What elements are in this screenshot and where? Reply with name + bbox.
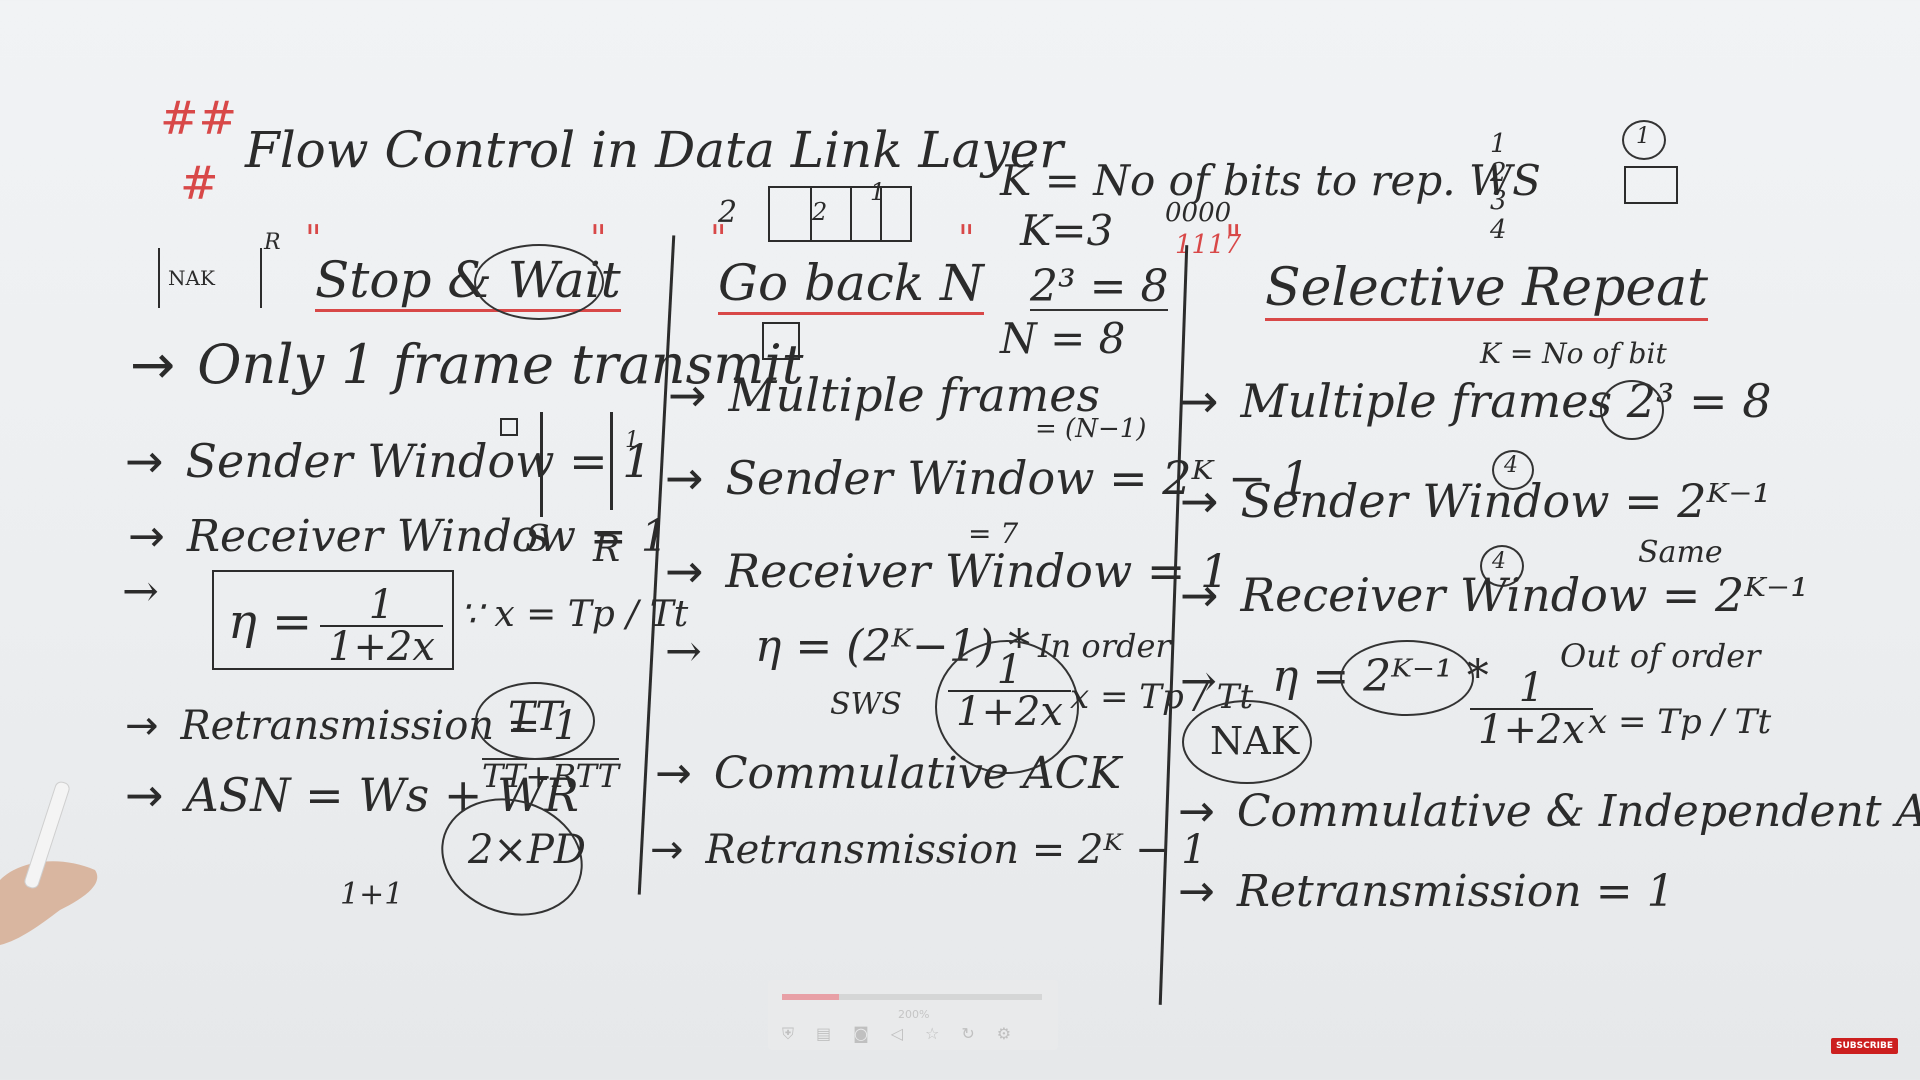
sw-item-2: →Sender Window = 1: [125, 434, 652, 488]
tt-label: TT: [508, 694, 563, 740]
sr-circled-one-text: 1: [1636, 124, 1650, 149]
sr-nak-circle: [1182, 700, 1312, 784]
page-title: Flow Control in Data Link Layer: [245, 121, 1064, 179]
gbn-item-4-arrow: →: [665, 626, 702, 677]
frame-square: [500, 418, 518, 436]
video-progress-bar[interactable]: [782, 994, 1042, 1000]
sr-item-1: →Multiple frames 2³ = 8: [1180, 374, 1772, 428]
receiver-line: [610, 412, 613, 510]
asn-sub: 1+1: [340, 877, 404, 912]
gbn-item-6: →Retransmission = 2ᴷ − 1: [650, 827, 1207, 873]
gbn-item-3: →Receiver Window = 1: [665, 544, 1230, 598]
gbn-in-order: In order: [1038, 627, 1171, 665]
sr-item-6: →Retransmission = 1: [1178, 866, 1675, 917]
nak-label: NAK: [168, 266, 215, 290]
shield-icon[interactable]: ⛨: [782, 1024, 795, 1043]
sw-item-1: →Only 1 frame transmit: [130, 333, 804, 396]
gbn-frame-square: [762, 322, 800, 360]
sr-circled-one: [1622, 120, 1666, 160]
gbn-quote-close: ": [958, 219, 975, 260]
sr-k-note: K = No of bit: [1480, 337, 1667, 370]
video-controls: 200% ⛨ ▤ ◙ ◁ ☆ ↻ ⚙: [768, 980, 1058, 1050]
sw-item-4-arrow: →: [122, 566, 159, 617]
refresh-icon[interactable]: ↻: [961, 1024, 975, 1043]
window-sketch-label-3: 1: [870, 178, 886, 206]
gbn-heading: Go back N: [718, 258, 984, 315]
k-definition: K = No of bits to rep. WS: [1000, 156, 1541, 205]
gbn-seven: = 7: [968, 517, 1019, 550]
stop-wait-quote-close: ": [590, 219, 607, 260]
gbn-eff-circle: [935, 640, 1079, 774]
gbn-n-minus-1: = (N−1): [1035, 414, 1147, 444]
sr-eight-circle: [1600, 380, 1664, 440]
sr-heading: Selective Repeat: [1265, 262, 1709, 321]
sr-list: 1 2 3 4: [1490, 129, 1507, 245]
stop-wait-quote-open: ": [305, 219, 322, 260]
title-hash-marks: ##: [160, 91, 238, 145]
presenter-hand: [0, 781, 98, 945]
sr-item-2: →Sender Window = 2ᴷ⁻¹: [1180, 474, 1771, 528]
efficiency-box: [212, 570, 454, 670]
sr-item-3: →Receiver Window = 2ᴷ⁻¹: [1180, 568, 1809, 622]
nak-r-label: R: [264, 230, 281, 255]
sw-eta: η =: [228, 594, 313, 650]
gbn-item-2: →Sender Window = 2ᴷ − 1: [665, 451, 1311, 505]
camera-icon[interactable]: ◙: [853, 1024, 869, 1043]
clapper-icon[interactable]: ▤: [816, 1024, 832, 1043]
sr-quote-open: ": [1225, 219, 1242, 260]
window-sketch: [768, 186, 912, 242]
settings-icon[interactable]: ⚙: [996, 1024, 1012, 1043]
wait-circle: [474, 244, 604, 320]
sw-diagram-s: S: [525, 519, 550, 560]
window-sketch-label-2: 2: [812, 198, 828, 226]
sw-item-5: →Retransmission = 1: [125, 703, 579, 749]
video-progress-fill: [782, 994, 840, 1000]
n-value: N = 8: [1000, 314, 1126, 363]
gbn-quote-open: ": [710, 219, 727, 260]
nak-diagram: [158, 248, 262, 308]
volume-icon[interactable]: ◁: [890, 1024, 903, 1043]
bits-example: 0000: [1165, 198, 1232, 228]
two-pd: 2×PD: [468, 827, 586, 873]
sr-receiver-box: [1624, 166, 1678, 204]
pin-icon[interactable]: ☆: [924, 1024, 940, 1043]
sw-diagram-r: R: [593, 529, 621, 570]
sw-diagram-one: 1: [625, 428, 639, 453]
gbn-item-1: →Multiple frames: [668, 368, 1101, 422]
control-icons: ⛨ ▤ ◙ ◁ ☆ ↻ ⚙: [782, 1024, 1011, 1044]
k-value: K=3: [1020, 206, 1114, 255]
sender-line: [540, 412, 543, 517]
sw-x-def: ∵ x = Tp / Tt: [460, 594, 689, 635]
sr-nak: NAK: [1210, 719, 1300, 763]
sr-item-5: →Commulative & Independent ACK: [1178, 786, 1920, 837]
zoom-level: 200%: [898, 1008, 930, 1021]
sr-item-4-arrow: →: [1180, 656, 1217, 707]
sr-four-a: 4: [1504, 453, 1518, 478]
power-example: 2³ = 8: [1030, 261, 1169, 312]
tt-denominator: TT+RTT: [482, 757, 619, 795]
subscribe-button[interactable]: SUBSCRIBE: [1830, 1038, 1898, 1054]
sr-x-def: x = Tp / Tt: [1588, 702, 1772, 742]
sw-item-6: →ASN = Ws + WR: [125, 768, 579, 822]
window-sketch-label: 2: [718, 195, 738, 230]
sr-eff-circle: [1340, 640, 1474, 716]
sw-item-3: →Receiver Window = 1: [128, 511, 669, 562]
sr-out-of-order: Out of order: [1560, 637, 1761, 675]
sr-four-circle-a: [1492, 450, 1534, 490]
sr-same: Same: [1638, 535, 1723, 570]
gbn-sws: SWS: [830, 687, 902, 722]
gbn-item-5: →Commulative ACK: [655, 748, 1122, 799]
sr-four-b: 4: [1492, 549, 1506, 574]
sr-four-circle-b: [1480, 545, 1524, 587]
title-hash-mark: #: [180, 156, 219, 210]
